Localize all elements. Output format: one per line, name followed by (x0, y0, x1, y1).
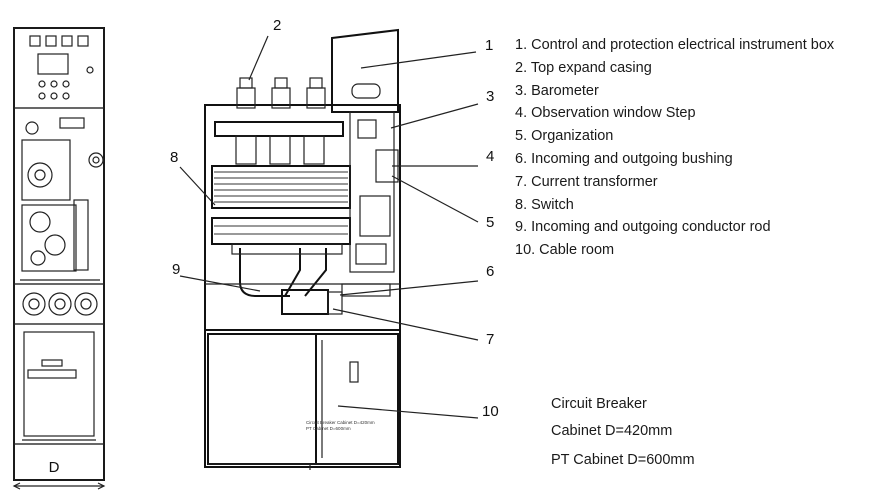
callout-8: 8 (170, 149, 178, 166)
legend-item-8: 8. Switch (515, 196, 574, 213)
callout-4: 4 (486, 148, 494, 165)
note-circuit-breaker: Circuit Breaker (551, 396, 647, 412)
callout-10: 10 (482, 403, 499, 420)
callout-leaders (179, 35, 479, 419)
note-pt-cabinet-depth: PT Cabinet D=600mm (551, 452, 695, 468)
switch-hatching (214, 171, 348, 203)
callout-3: 3 (486, 88, 494, 105)
legend-item-9: 9. Incoming and outgoing conductor rod (515, 219, 771, 236)
front-view-cabinet: D (12, 27, 106, 490)
callout-6: 6 (486, 263, 494, 280)
inner-label-2: PT Cabinet D=600mm (306, 426, 351, 431)
legend-item-1: 1. Control and protection electrical ins… (515, 37, 835, 53)
component-legend: 1. Control and protection electrical ins… (515, 34, 834, 262)
legend-item-4: 4. Observation window Step (515, 105, 696, 122)
callout-7: 7 (486, 331, 494, 348)
legend-item-6: 6. Incoming and outgoing bushing (515, 150, 733, 167)
dimension-label: D (49, 459, 60, 476)
legend-item-5: 5. Organization (515, 128, 614, 145)
section-view-cabinet: Circuit Breaker Cabinet D=420mm PT Cabin… (204, 28, 401, 470)
inner-label-1: Circuit Breaker Cabinet D=420mm (306, 420, 375, 425)
legend-item-7: 7. Current transformer (515, 173, 658, 190)
callout-2: 2 (273, 17, 281, 34)
callout-5: 5 (486, 214, 494, 231)
note-cabinet-depth: Cabinet D=420mm (551, 423, 673, 439)
legend-item-3: 3. Barometer (515, 82, 599, 99)
callout-9: 9 (172, 261, 180, 278)
legend-item-2: 2. Top expand casing (515, 59, 652, 76)
callout-1: 1 (485, 37, 493, 54)
legend-item-10: 10. Cable room (515, 242, 615, 259)
